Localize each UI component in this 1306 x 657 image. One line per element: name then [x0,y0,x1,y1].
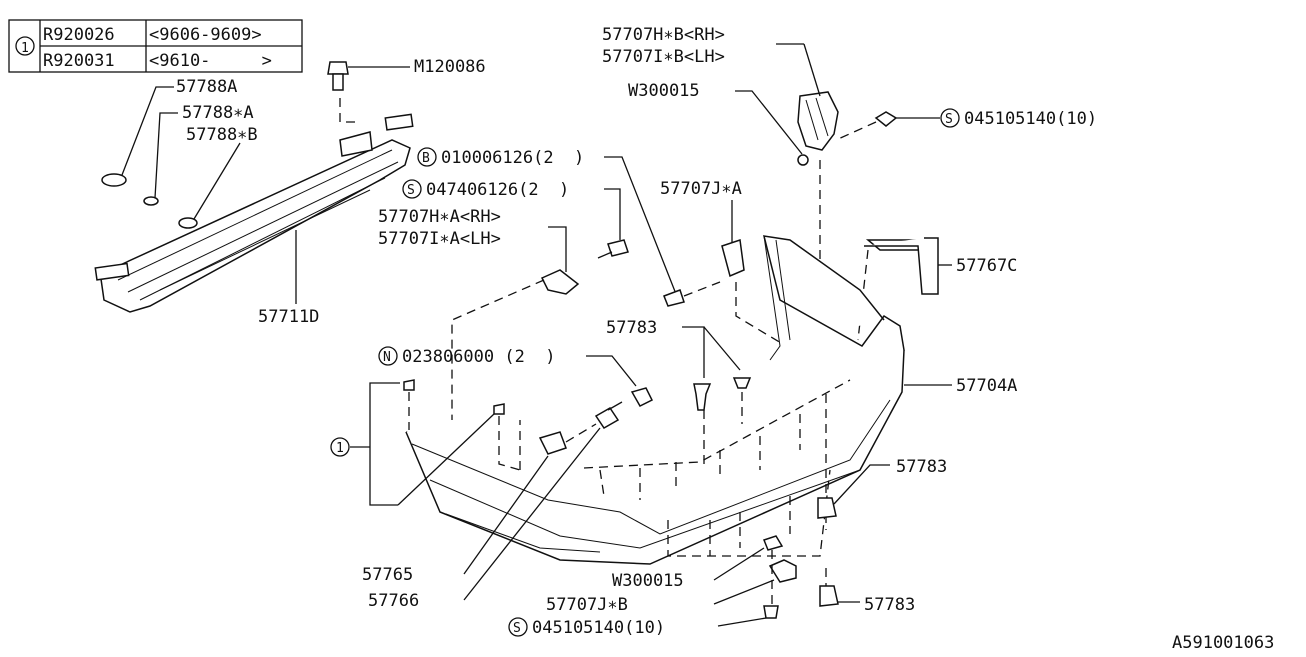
label-047406126: 047406126(2 ) [426,180,569,200]
label-010006126: 010006126(2 ) [441,148,584,168]
plugs-57788 [101,86,241,229]
label-57707i-a-lh: 57707I∗A<LH> [378,229,501,249]
label-57707h-b-rh: 57707H∗B<RH> [602,25,725,45]
grommets-ref-1 [369,379,521,506]
label-023806000: 023806000 (2 ) [402,347,556,367]
s-symbol-mid: S [407,183,415,198]
bracket-57707h-a [540,269,580,295]
legend-period-1: <9606-9609> [149,25,262,45]
legend-part-1: R920026 [43,25,115,45]
lower-bracket-group [713,464,890,627]
legend-table: 1 R920026 <9606-9609> R920031 <9610- > [8,19,303,73]
s-symbol-mid-icon [402,179,422,199]
n-symbol-icon [378,346,398,366]
label-w300015-bottom: W300015 [612,571,684,591]
ref-1-label: 1 [336,441,344,456]
label-57711d: 57711D [258,307,319,327]
s-symbol-bottom: S [513,621,521,636]
s-symbol-top: S [945,112,953,127]
drawing-id: A591001063 [1172,633,1274,653]
ref-circle-icon [15,36,35,56]
clips-57783-upper [682,326,752,470]
legend-ref-number: 1 [21,41,29,56]
label-57766: 57766 [368,591,419,611]
label-57707i-b-lh: 57707I∗B<LH> [602,47,725,67]
parts-57765-57766 [463,401,623,601]
label-57707j-b: 57707J∗B [546,595,628,615]
ref-1-circle-icon [330,437,350,457]
s-symbol-top-icon [940,108,960,128]
label-57783-right: 57783 [896,457,947,477]
label-57788-b: 57788∗B [186,125,258,145]
label-57765: 57765 [362,565,413,585]
bolt-b [663,281,721,307]
b-symbol: B [422,151,430,166]
b-symbol-icon [417,147,437,167]
legend-part-2: R920031 [43,51,115,71]
s-symbol-bottom-icon [508,617,528,637]
label-57788a: 57788A [176,77,237,97]
label-045105140-top: 045105140(10) [964,109,1097,129]
bolt-s-mid [597,239,629,259]
side-bracket-top [735,43,940,310]
reinforcement-beam [94,98,414,313]
legend-period-2: <9610- > [149,51,272,71]
bumper-cover [405,235,905,565]
bracket-57707j-a [721,239,745,278]
n-symbol: N [383,350,391,365]
label-57788-a: 57788∗A [182,103,254,123]
nut-n [630,387,654,407]
label-w300015-top: W300015 [628,81,700,101]
label-57704a: 57704A [956,376,1017,396]
label-045105140-bottom: 045105140(10) [532,618,665,638]
label-m120086: M120086 [414,57,486,77]
bolt-m120086 [327,61,410,91]
label-57783-upper: 57783 [606,318,657,338]
label-57707j-a: 57707J∗A [660,179,742,199]
label-57783-lower: 57783 [864,595,915,615]
bracket-57767c [857,237,952,341]
label-57707h-a-rh: 57707H∗A<RH> [378,207,501,227]
label-57767c: 57767C [956,256,1017,276]
